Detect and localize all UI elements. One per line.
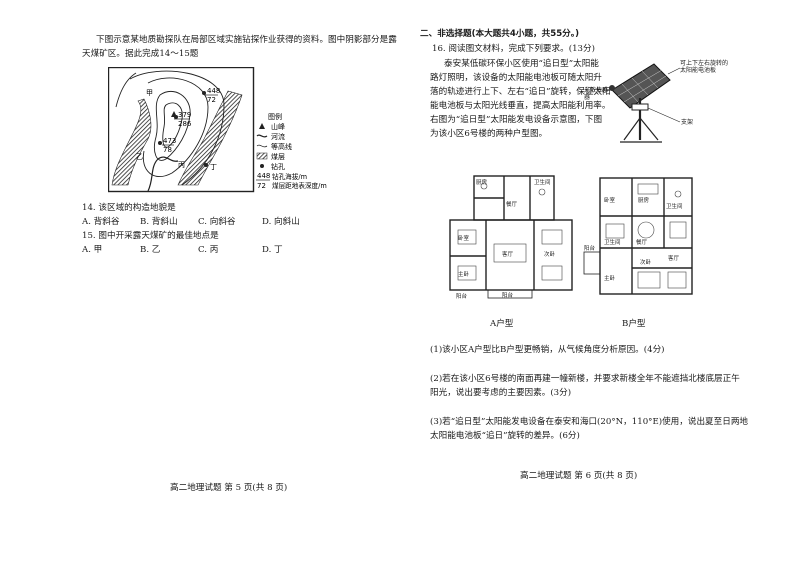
q15-option-a: A. 甲 (82, 245, 103, 255)
spot-depth-3: 78 (163, 146, 172, 154)
contour-line (154, 90, 191, 161)
point-ding: 丁 (210, 163, 217, 171)
room-label: 餐厅 (506, 200, 518, 208)
room-label: 卫生间 (604, 238, 621, 246)
q14-option-a: A. 背斜谷 (82, 217, 120, 227)
map-frame (107, 66, 255, 193)
sub-question-3-line-2: 太阳能电池板“追日”旋转的差异。(6分) (430, 431, 580, 441)
drill-hole-icon (204, 163, 208, 167)
room-label: 卫生间 (534, 178, 551, 186)
q14-option-b: B. 背斜山 (140, 217, 178, 227)
legend-fraction-bottom-label: 煤层距地表深度/m (272, 181, 327, 190)
river-line (147, 156, 179, 192)
intro-line-1: 下图示意某地质勘探队在局部区域实施钻探作业获得的资料。图中阴影部分是露 (96, 35, 397, 45)
label-sensor: 光敏传感器 (584, 87, 609, 101)
spot-elevation-2: 379 (178, 111, 191, 119)
geologic-map-svg: 448 72 379 286 473 78 甲 乙 丙 丁 图例 山峰 河流 等… (107, 66, 327, 193)
spot-elevation-3: 473 (163, 137, 176, 145)
spot-depth-1: 72 (207, 96, 216, 104)
legend-contour-icon (256, 144, 268, 148)
room-label: 客厅 (502, 250, 514, 258)
point-bing: 丙 (178, 161, 185, 169)
room-label: 厨房 (638, 196, 650, 204)
q16-para-line-3: 落的轨迹进行上下、左右“追日”旋转，保证太阳 (430, 87, 611, 97)
contour-line (115, 72, 137, 108)
point-yi: 乙 (136, 153, 143, 161)
room-label: 客厅 (668, 254, 680, 262)
question-15: 15. 图中开采露天煤矿的最佳地点是 (82, 231, 219, 241)
q16-para-line-6: 为该小区6号楼的两种户型图。 (430, 129, 548, 139)
sensor-icon (609, 85, 615, 91)
contour-line (162, 102, 183, 148)
legend-river-label: 河流 (271, 132, 285, 141)
q14-option-d: D. 向斜山 (262, 217, 300, 227)
room-label: 主卧 (604, 274, 616, 282)
room-label: 次卧 (640, 258, 652, 266)
section-title: 二、非选择题(本大题共4小题，共55分。) (420, 29, 579, 39)
solar-tracker-illustration (584, 58, 714, 148)
contour-line (129, 70, 225, 186)
room-label: 阳台 (456, 292, 468, 300)
q15-option-c: C. 丙 (198, 245, 219, 255)
legend-peak-label: 山峰 (271, 122, 285, 131)
floorplan-a: 厨房 卫生间 餐厅 卧室 主卧 客厅 次卧 阳台 阳台 (444, 170, 578, 304)
drill-hole-icon (174, 115, 178, 119)
sub-question-2-line-2: 阳光，说出要考虑的主要因素。(3分) (430, 388, 572, 398)
floorplan-b-caption: B户型 (622, 319, 646, 329)
q15-option-b: B. 乙 (140, 245, 161, 255)
room-label: 卧室 (604, 196, 616, 204)
sub-question-1: (1)该小区A户型比B户型更畅销，从气候角度分析原因。(4分) (430, 345, 665, 355)
q15-option-d: D. 丁 (262, 245, 283, 255)
geologic-map: 448 72 379 286 473 78 甲 乙 丙 丁 图例 山峰 河流 等… (107, 66, 338, 195)
legend-title: 图例 (268, 112, 282, 121)
coal-area-west (111, 98, 152, 186)
spot-elevation-1: 448 (207, 87, 220, 95)
legend-peak-triangle-icon (259, 123, 265, 129)
q16-para-line-4: 能电池板与太阳光线垂直，提高太阳能利用率。 (430, 101, 611, 111)
coal-area-east (177, 90, 243, 186)
room-label: 卫生间 (666, 202, 683, 210)
room-label: 阳台 (502, 291, 514, 299)
drill-hole-icon (158, 141, 162, 145)
legend-drill-label: 钻孔 (271, 162, 285, 171)
point-jia: 甲 (146, 89, 153, 97)
q16-title: 16. 阅读图文材料，完成下列要求。(13分) (432, 44, 595, 54)
page-footer-left: 高二地理试题 第 5 页(共 8 页) (170, 483, 288, 493)
legend-fraction-top: 448 (257, 172, 270, 180)
room-label: 卧室 (458, 234, 470, 242)
question-14: 14. 该区域的构造地貌是 (82, 203, 176, 213)
legend-fraction-top-label: 钻孔海拔/m (272, 172, 307, 181)
q16-para-line-1: 泰安某低碳环保小区使用“追日型”太阳能 (444, 59, 599, 69)
legend-contour-label: 等高线 (271, 142, 292, 151)
legend-fraction-bottom: 72 (257, 182, 266, 190)
floorplan-a-caption: A户型 (490, 319, 514, 329)
sub-question-3-line-1: (3)若“追日型”太阳能发电设备在泰安和海口(20°N，110°E)使用，说出夏… (430, 417, 749, 427)
sub-question-2-line-1: (2)若在该小区6号楼的南面再建一幢新楼，并要求新楼全年不能遮挡北楼底层正午 (430, 374, 740, 384)
room-label: 主卧 (458, 270, 470, 278)
legend-river-icon (256, 134, 268, 138)
floorplan-b-outline (599, 177, 693, 295)
room-label: 厨房 (476, 178, 488, 186)
q16-para-line-5: 右图为“追日型”太阳能发电设备示意图，下图 (430, 115, 603, 125)
bracket (631, 103, 649, 111)
room-label: 次卧 (544, 250, 556, 258)
label-bracket: 支架 (681, 119, 694, 126)
page-footer-right: 高二地理试题 第 6 页(共 8 页) (520, 471, 638, 481)
legend-coal-label: 煤层 (271, 152, 285, 161)
legend-drill-hole-icon (260, 164, 264, 168)
spot-depth-2: 286 (178, 120, 192, 128)
intro-line-2: 天煤矿区。据此完成14～15题 (82, 49, 199, 59)
floorplan-b: 厨房 卧室 卫生间 餐厅 客厅 主卧 次卧 阳台 卫生间 (580, 172, 700, 302)
room-label: 阳台 (584, 244, 596, 252)
legend-coal-layer-icon (256, 152, 268, 160)
room-label: 餐厅 (636, 238, 648, 246)
q14-option-c: C. 向斜谷 (198, 217, 236, 227)
drill-hole-icon (202, 91, 206, 95)
q16-para-line-2: 路灯照明，该设备的太阳能电池板可随太阳升 (430, 73, 602, 83)
label-panel: 可上下左右旋转的太阳能电池板 (680, 60, 729, 74)
